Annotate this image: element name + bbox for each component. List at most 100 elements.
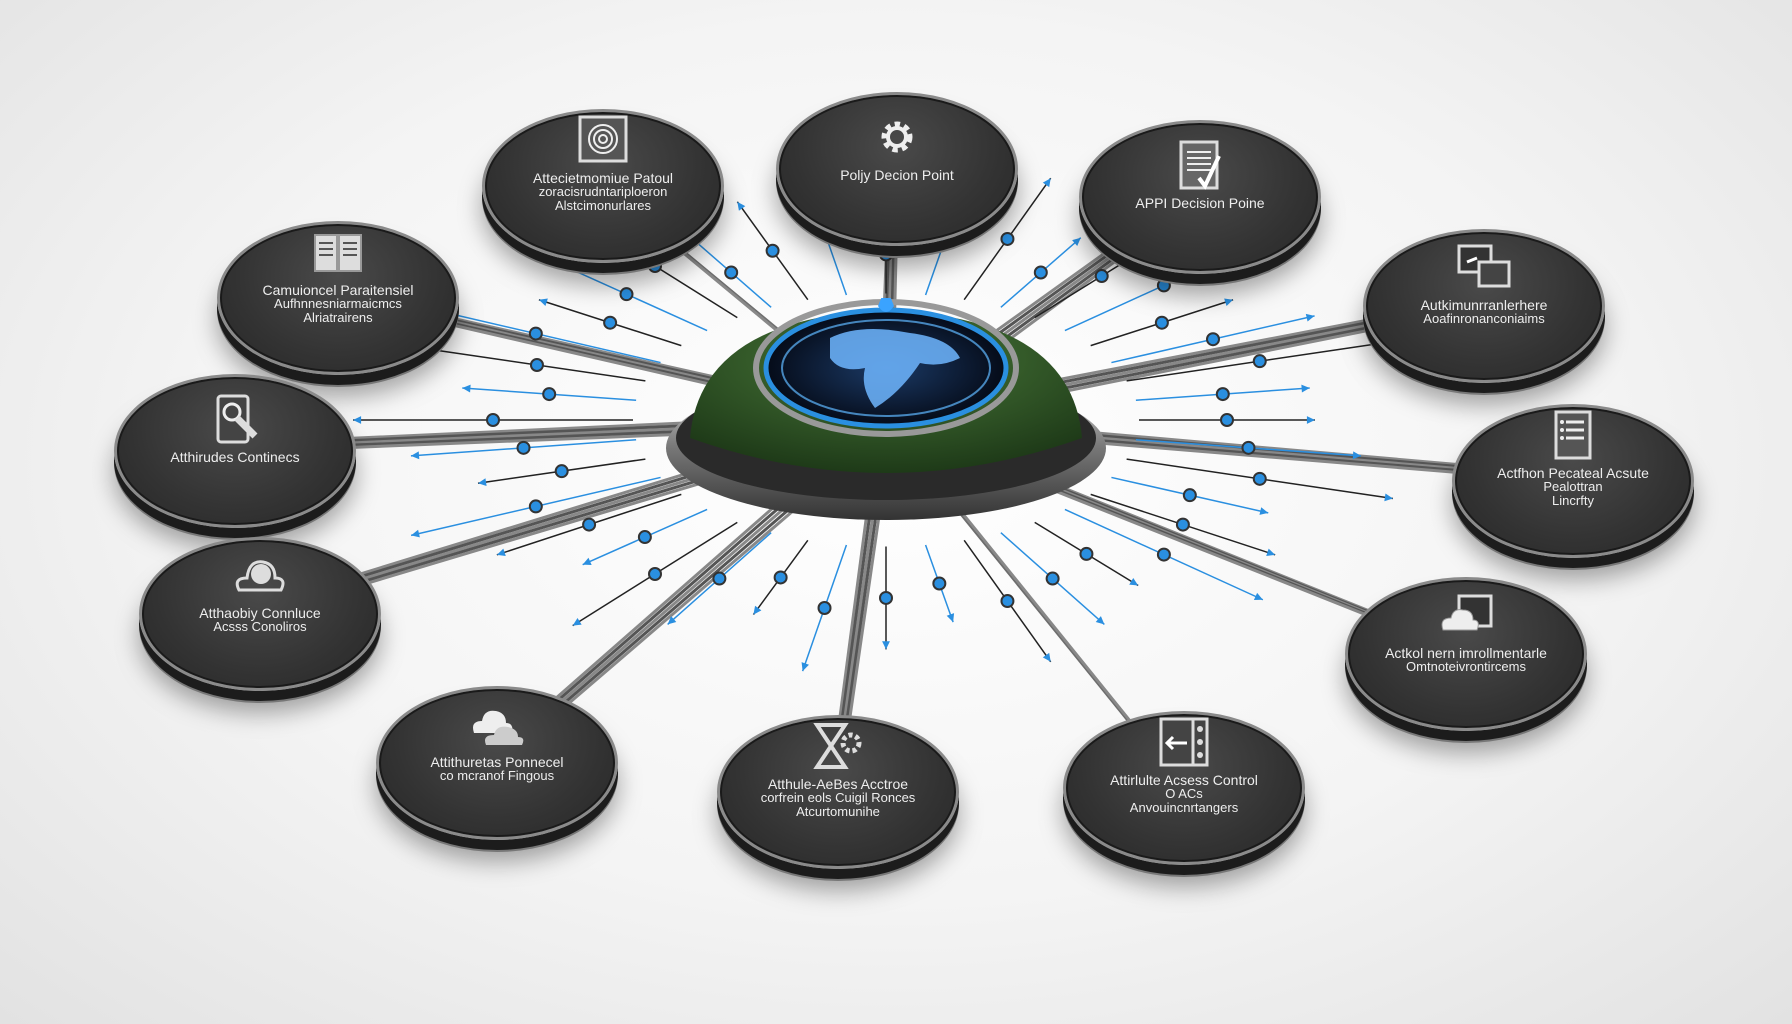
- arrowhead-icon: [538, 298, 548, 306]
- node-label: Omtnoteivrontircems: [1406, 659, 1526, 674]
- gear-icon: [868, 112, 926, 162]
- node-dot-icon: [619, 287, 634, 302]
- node-dot-icon: [1079, 546, 1094, 561]
- central-hub: [660, 286, 1112, 528]
- hourglass-gear-icon: [809, 721, 867, 771]
- node-dot-icon: [724, 265, 739, 280]
- arrowhead-icon: [1301, 384, 1310, 393]
- node-dot-icon: [542, 387, 557, 402]
- arrowhead-icon: [572, 618, 582, 626]
- fingerprint-icon: [574, 115, 632, 165]
- book-icon: [309, 227, 367, 277]
- node-label: Atthaobiy Connluce: [199, 605, 321, 621]
- node-label: co mcranof Fingous: [439, 768, 555, 783]
- node-dot-icon: [1045, 571, 1060, 586]
- node-label: Actkol nern imrollmentarle: [1385, 645, 1547, 661]
- node-dot-icon: [1220, 413, 1234, 427]
- arrowhead-icon: [801, 662, 809, 672]
- arrowhead-icon: [462, 384, 471, 393]
- node-dot-icon: [1215, 387, 1230, 402]
- screens-icon: [1455, 242, 1513, 292]
- node-dot-icon: [1252, 471, 1267, 486]
- arrowhead-icon: [1305, 313, 1315, 322]
- arrowhead-icon: [1384, 493, 1393, 502]
- arrowhead-icon: [1259, 507, 1269, 515]
- node-label: Attithuretas Ponnecel: [430, 754, 564, 770]
- node-dot-icon: [1154, 315, 1169, 330]
- arrowhead-icon: [582, 557, 592, 565]
- node-label: Atthirudes Continecs: [170, 449, 300, 465]
- node-label: Alstcimonurlares: [554, 198, 652, 213]
- arrowhead-icon: [1095, 616, 1105, 625]
- node-dot-icon: [1182, 488, 1197, 503]
- arrowhead-icon: [737, 201, 746, 211]
- node-dot-icon: [1094, 269, 1109, 284]
- node-dot-icon: [637, 530, 652, 545]
- arrowhead-icon: [1042, 652, 1051, 662]
- cloud-icon: [231, 550, 289, 600]
- list-document-icon: [1544, 410, 1602, 460]
- node-dot-icon: [1156, 278, 1171, 293]
- arrowhead-icon: [410, 451, 420, 460]
- clouds-icon: [468, 699, 526, 749]
- node-dot-icon: [528, 326, 543, 341]
- node-dot-icon: [1241, 440, 1256, 455]
- node-dot-icon: [932, 576, 947, 591]
- node-label: Aoafinronanconiaims: [1423, 311, 1545, 326]
- arrowhead-icon: [411, 529, 420, 538]
- node-label: Camuioncel Paraitensiel: [262, 282, 414, 298]
- arrowhead-icon: [1072, 237, 1081, 246]
- node-dot-icon: [1000, 594, 1015, 609]
- node-dot-icon: [528, 499, 543, 514]
- node-dot-icon: [712, 571, 727, 586]
- arrowhead-icon: [882, 641, 890, 650]
- node-label: Alriatrairens: [303, 310, 373, 325]
- search-device-icon: [206, 394, 264, 444]
- arrowhead-icon: [1224, 298, 1234, 306]
- node-label: Atcurtomunihe: [796, 804, 880, 819]
- node-disc-n2: Poljy Decion Point: [776, 92, 1018, 246]
- node-label: corfrein eols Cuigil Ronces: [760, 790, 916, 805]
- arrowhead-icon: [353, 416, 362, 424]
- node-label: Acsss Conoliros: [213, 619, 307, 634]
- node-dot-icon: [1000, 231, 1015, 246]
- panel-arrow-icon: [1155, 717, 1213, 767]
- arrowhead-icon: [753, 605, 762, 615]
- node-dot-icon: [1156, 547, 1171, 562]
- checklist-icon: [1171, 140, 1229, 190]
- arrowhead-icon: [545, 257, 555, 265]
- node-disc-n6: Atthirudes Continecs: [114, 374, 356, 528]
- cloud-window-icon: [1437, 590, 1495, 640]
- arrowhead-icon: [1352, 451, 1362, 460]
- node-dot-icon: [1252, 354, 1267, 369]
- node-disc-n3: APPI Decision Poine: [1079, 120, 1321, 274]
- node-dot-icon: [879, 247, 893, 262]
- node-label: Pealottran: [1543, 479, 1603, 494]
- arrowhead-icon: [1042, 178, 1051, 188]
- arrowhead-icon: [667, 616, 677, 625]
- node-dot-icon: [582, 517, 597, 532]
- node-dot-icon: [879, 590, 893, 605]
- node-label: Attecietmomiue Patoul: [532, 170, 674, 186]
- node-label: Anvouincnrtangers: [1129, 800, 1239, 815]
- node-label: Actfhon Pecateal Acsute: [1497, 465, 1649, 481]
- node-dot-icon: [765, 243, 780, 258]
- node-label: Attirlulte Acsess Control: [1110, 772, 1258, 788]
- arrowhead-icon: [1266, 548, 1276, 557]
- node-label: Lincrfty: [1552, 493, 1594, 508]
- arrowhead-icon: [1129, 577, 1139, 586]
- node-label: zoracisrudntariploeron: [538, 184, 668, 199]
- node-dot-icon: [817, 601, 832, 616]
- node-dot-icon: [554, 464, 569, 479]
- node-dot-icon: [516, 440, 531, 455]
- arrowhead-icon: [946, 613, 955, 623]
- node-dot-icon: [1175, 517, 1190, 532]
- node-dot-icon: [1205, 332, 1220, 347]
